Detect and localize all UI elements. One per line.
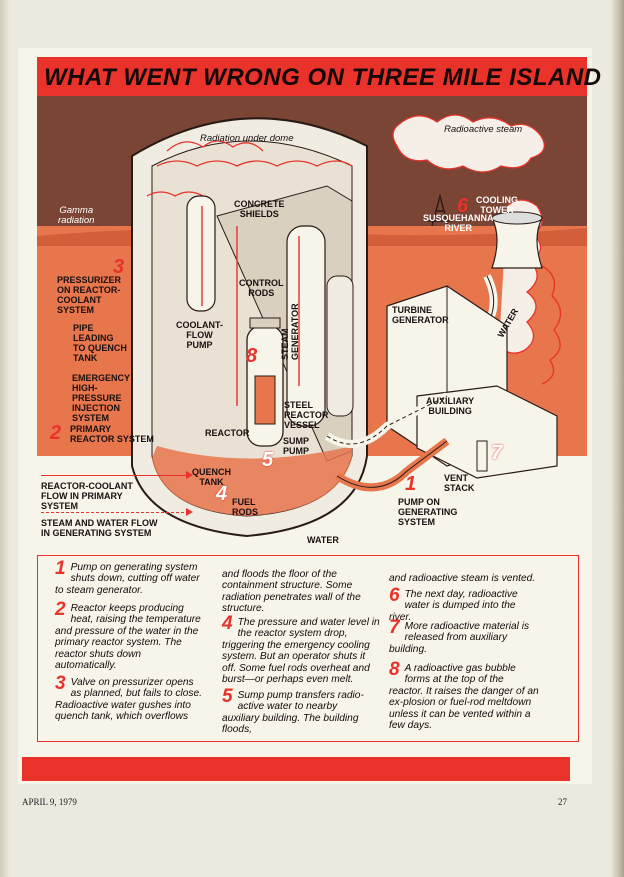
control-rods: [249, 317, 281, 329]
marker-1: 1: [405, 473, 417, 495]
binding-spine: [610, 0, 624, 877]
label-cooling-tower: COOLING TOWER: [476, 195, 518, 215]
label-water-bottom: WATER: [307, 535, 339, 545]
marker-4: 4: [216, 483, 228, 505]
label-coolant-pump: COOLANT- FLOW PUMP: [176, 320, 223, 350]
label-pressurizer: PRESSURIZER ON REACTOR- COOLANT SYSTEM: [57, 275, 122, 315]
page-title: WHAT WENT WRONG ON THREE MILE ISLAND: [44, 64, 602, 91]
label-quench-tank: QUENCH TANK: [192, 467, 232, 487]
label-pump-generating: PUMP ON GENERATING SYSTEM: [398, 497, 458, 527]
transmission-tower: [427, 193, 453, 227]
marker-8: 8: [246, 345, 258, 367]
radioactive-steam-cloud: [392, 114, 545, 173]
label-turbine-generator: TURBINE GENERATOR: [392, 305, 449, 325]
marker-3: 3: [113, 256, 125, 278]
vent-stack: [476, 440, 488, 472]
label-sump-pump: SUMP PUMP: [283, 436, 310, 456]
label-river: SUSQUEHANNA RIVER: [423, 213, 494, 233]
marker-2: 2: [50, 422, 62, 444]
legend-primary-arrow: [186, 471, 193, 479]
pressurizer-tank: [186, 195, 216, 312]
reactor-diagram: [37, 96, 587, 552]
footer-date: APRIL 9, 1979: [22, 797, 77, 807]
step-5-continued: and radioactive steam is vented.: [389, 573, 536, 584]
label-auxiliary-building: AUXILIARY BUILDING: [426, 396, 475, 416]
label-steel-reactor-vessel: STEEL REACTOR VESSEL: [284, 400, 329, 430]
legend-generating-line: [41, 512, 189, 513]
auxiliary-building: [416, 385, 558, 479]
page-edge: [0, 0, 10, 877]
marker-6: 6: [457, 195, 469, 217]
footer-page-number: 27: [558, 797, 567, 807]
primary-flow-lines: [201, 206, 300, 406]
label-gamma-radiation: Gamma radiation: [58, 205, 95, 226]
legend-primary-text: REACTOR-COOLANT FLOW IN PRIMARY SYSTEM: [41, 481, 133, 511]
marker-7: 7: [491, 442, 503, 464]
steam-generator: [286, 225, 326, 427]
label-radiation-dome: Radiation under dome: [200, 133, 294, 144]
fuel-rods: [254, 375, 276, 425]
label-control-rods: CONTROL RODS: [239, 278, 284, 298]
flooded-floor: [152, 446, 352, 516]
legend-generating-arrow: [186, 508, 193, 516]
title-bar: [37, 57, 587, 96]
bottom-red-bar: [22, 757, 570, 781]
marker-5: 5: [262, 449, 274, 471]
step-3-continued: and floods the floor of the containment …: [222, 569, 361, 615]
label-fuel-rods: FUEL RODS: [232, 497, 259, 517]
label-reactor: REACTOR: [205, 428, 250, 438]
legend-generating-text: STEAM AND WATER FLOW IN GENERATING SYSTE…: [41, 518, 158, 538]
label-vent-stack: VENT STACK: [444, 473, 475, 493]
label-concrete-shields: CONCRETE SHIELDS: [234, 199, 285, 219]
label-primary-reactor-system: PRIMARY REACTOR SYSTEM: [70, 424, 154, 444]
label-pipe-quench: PIPE LEADING TO QUENCH TANK: [73, 323, 127, 363]
cooling-tower: [491, 217, 543, 269]
label-radioactive-steam: Radioactive steam: [444, 124, 523, 135]
label-steam-generator: STEAM GENERATOR: [280, 303, 300, 360]
label-emergency-injection: EMERGENCY HIGH- PRESSURE INJECTION SYSTE…: [72, 373, 131, 423]
steps-box: [37, 555, 579, 742]
legend-primary-line: [41, 475, 189, 476]
